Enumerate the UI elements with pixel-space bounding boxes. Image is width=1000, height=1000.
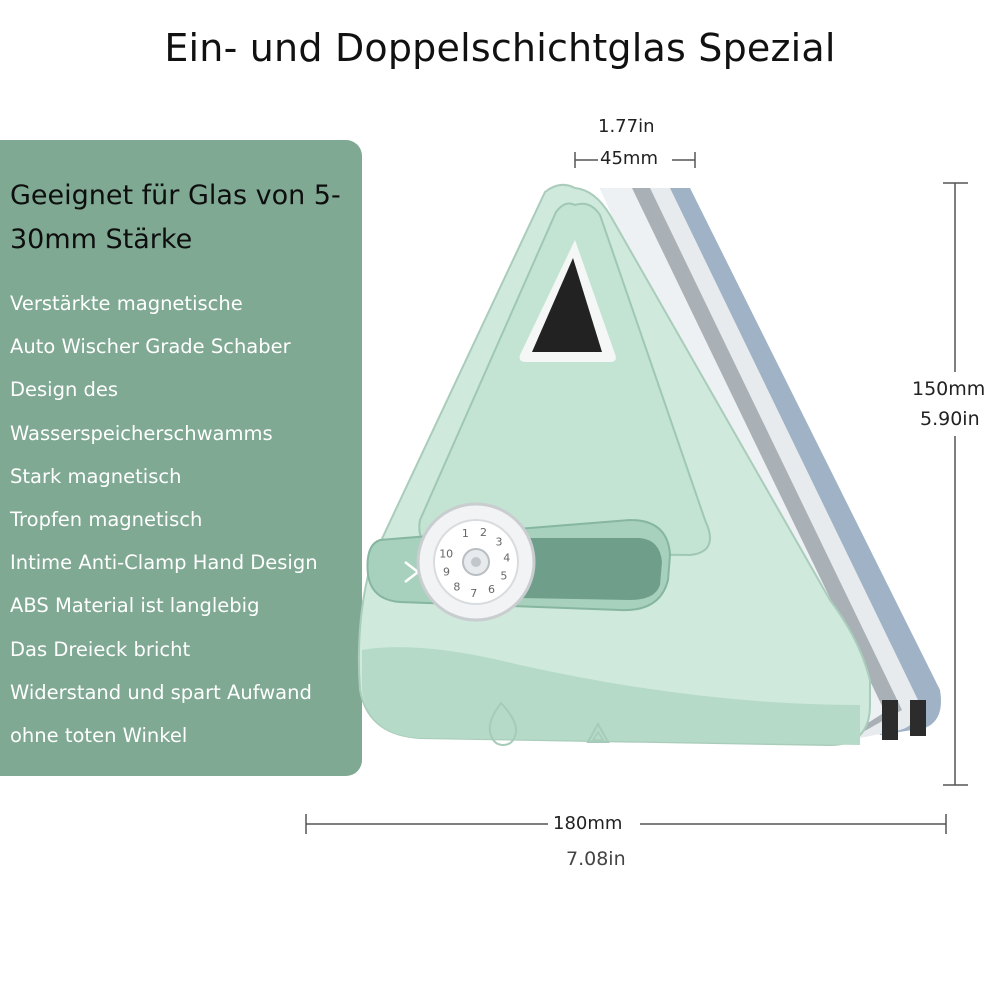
- feature-item: ABS Material ist langlebig: [10, 594, 260, 618]
- dial-number: 2: [480, 526, 487, 539]
- width-inches-label: 7.08in: [566, 848, 626, 870]
- blade-edge: [882, 700, 898, 740]
- feature-panel: [0, 140, 362, 776]
- viewing-window-dark: [532, 258, 602, 352]
- blade-edge: [910, 700, 926, 736]
- thickness-mm-label: 45mm: [600, 148, 658, 169]
- width-dimension-line: [305, 814, 947, 834]
- dial-number: 7: [470, 587, 477, 600]
- thickness-inches-label: 1.77in: [598, 116, 655, 137]
- dial-number: 10: [439, 548, 453, 561]
- feature-item: Widerstand und spart Aufwand: [10, 680, 312, 704]
- height-mm-label: 150mm: [912, 378, 986, 400]
- feature-item: Verstärkte magnetische: [10, 292, 243, 315]
- recycle-icon: [586, 721, 610, 743]
- water-drop-icon: [488, 701, 518, 747]
- dial-number: 5: [500, 570, 507, 583]
- panel-heading: Geeignet für Glas von 5-30mm Stärke: [10, 180, 341, 255]
- feature-item: Wasserspeicherschwamms: [10, 421, 273, 445]
- feature-item: Auto Wischer Grade Schaber: [10, 335, 291, 359]
- dial-number: 3: [496, 535, 503, 548]
- dial-number: 8: [453, 580, 460, 593]
- feature-item: Intime Anti-Clamp Hand Design: [10, 551, 318, 575]
- feature-item: Tropfen magnetisch: [10, 508, 203, 532]
- dial-number: 6: [488, 583, 495, 596]
- thickness-dimension-line: [574, 152, 696, 168]
- dial-number: 4: [503, 552, 510, 565]
- feature-list: Verstärkte magnetische Auto Wischer Grad…: [10, 282, 318, 757]
- height-dimension-line: [943, 182, 968, 786]
- handle-slot: [520, 538, 662, 600]
- dial-number: 9: [443, 566, 450, 579]
- feature-item: ohne toten Winkel: [10, 724, 188, 748]
- feature-item: Design des: [10, 378, 119, 402]
- page-title: Ein- und Doppelschichtglas Spezial: [164, 26, 836, 70]
- width-mm-label: 180mm: [553, 813, 623, 834]
- height-inches-label: 5.90in: [920, 408, 980, 430]
- dial-number: 1: [462, 527, 469, 540]
- feature-item: Das Dreieck bricht: [10, 637, 191, 661]
- feature-item: Stark magnetisch: [10, 464, 182, 488]
- cleaner-base-curve: [362, 647, 860, 745]
- thickness-dial: [416, 502, 536, 622]
